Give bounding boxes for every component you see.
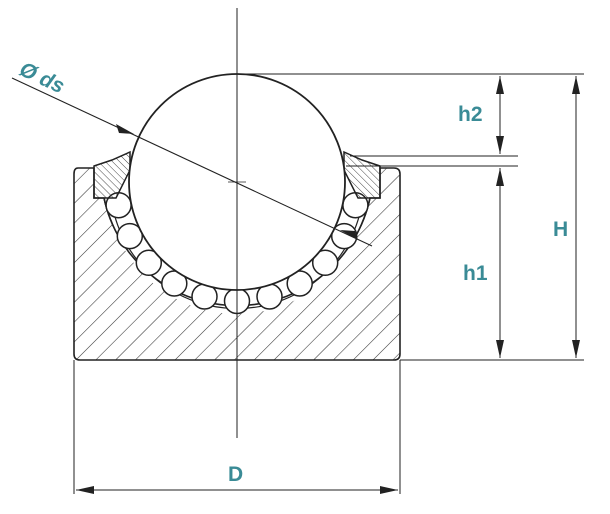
- support-ball: [135, 249, 163, 277]
- ds-arrow-right: [340, 230, 358, 240]
- H-label: H: [553, 218, 568, 241]
- h1-label: h1: [463, 262, 488, 285]
- D-label: D: [228, 463, 243, 486]
- ds-arrow-left: [116, 124, 134, 134]
- ds-leader-line: [11, 77, 373, 247]
- left-retainer: [93, 150, 131, 199]
- support-ball: [311, 249, 339, 277]
- right-retainer: [343, 150, 381, 199]
- support-ball: [116, 222, 144, 250]
- h2-label: h2: [458, 103, 483, 126]
- support-balls: [105, 191, 369, 315]
